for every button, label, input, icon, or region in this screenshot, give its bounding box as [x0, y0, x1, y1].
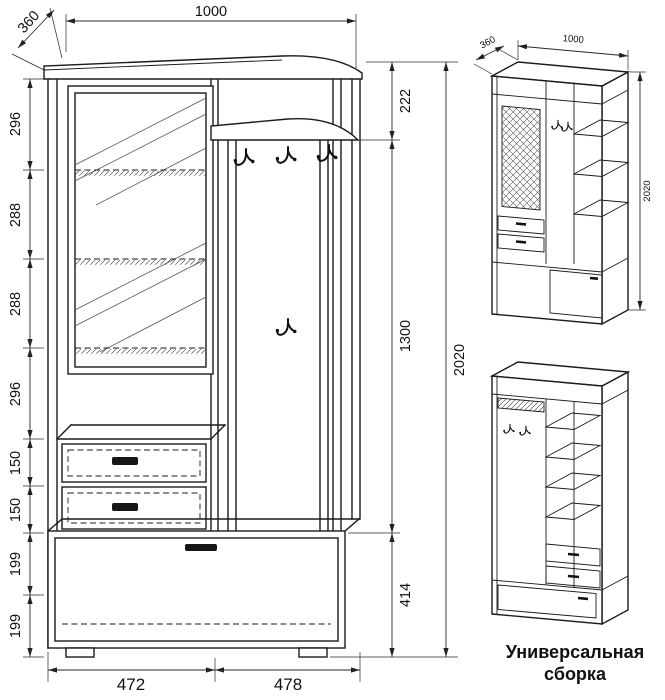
hook-shelf [210, 117, 360, 141]
dim-label: 222 [398, 89, 414, 113]
dim-label: 1300 [398, 320, 414, 352]
feet [65, 647, 328, 658]
dim-label: 199 [8, 614, 24, 638]
front-view [43, 55, 363, 658]
foot [65, 647, 95, 658]
dim-label: 150 [8, 498, 24, 522]
coat-hook-icon [274, 318, 298, 336]
dim-label: 2020 [452, 344, 468, 376]
dim-top-depth: 360 [11, 7, 63, 71]
iso-drawer [497, 233, 545, 253]
iso-hook-rail [497, 397, 545, 413]
drawer-handle [112, 457, 138, 465]
caption-line-1: Универсальная [506, 642, 644, 662]
dim-label: 288 [8, 203, 24, 227]
caption-line-2: сборка [544, 664, 607, 684]
dim-label: 360 [478, 34, 497, 51]
iso-door [497, 584, 597, 619]
iso-door [549, 269, 603, 319]
dim-label: 2020 [642, 180, 653, 201]
iso-shelf [544, 442, 602, 460]
foot [298, 647, 328, 658]
dim-label: 150 [8, 451, 24, 475]
iso-drawer [497, 215, 545, 235]
door-handle [185, 544, 217, 551]
dim-label: 288 [8, 292, 24, 316]
dim-bottom-chain: 472 478 [47, 652, 361, 694]
iso-shelf [572, 159, 630, 177]
iso-shelf [544, 502, 602, 520]
iso-drawer [545, 565, 601, 589]
dim-label: 414 [398, 583, 414, 607]
assembly-caption: Универсальная сборка [506, 642, 644, 684]
hook-panel [210, 117, 360, 532]
dim-label: 296 [8, 112, 24, 136]
dim-label: 1000 [562, 33, 584, 46]
coat-hooks [232, 144, 339, 336]
dim-top-width: 1000 [65, 4, 357, 68]
iso-view-top: 360 1000 2020 [473, 33, 653, 326]
bottom-cabinet [47, 518, 360, 649]
dim-label: 478 [274, 675, 302, 694]
drawer-handle [112, 503, 138, 511]
dim-label: 472 [117, 675, 145, 694]
iso-shelf [544, 472, 602, 490]
iso-shelf [572, 119, 630, 137]
coat-hook-icon [274, 146, 298, 164]
iso-mirror [501, 105, 541, 211]
mirror-section [67, 85, 214, 375]
dim-label: 1000 [195, 4, 227, 20]
iso-view-bottom [489, 361, 631, 626]
iso-shelf [544, 412, 602, 430]
iso-shelf [572, 199, 630, 217]
drawer-unit [56, 424, 226, 530]
cabinet-door [54, 537, 339, 642]
mirror-glass-panel [74, 92, 207, 368]
dim-label: 199 [8, 552, 24, 576]
dim-label: 296 [8, 382, 24, 406]
dim-overall-height: 2020 [443, 62, 468, 657]
dim-right-chain: 222 1300 414 [330, 61, 458, 658]
dim-left-chain: 296 288 288 296 150 150 199 199 [8, 78, 44, 658]
dim-label: 360 [15, 8, 43, 37]
hidden-shelves [75, 169, 206, 354]
top-shelf [43, 55, 363, 80]
iso-drawer [545, 543, 601, 567]
coat-hook-icon [232, 148, 256, 166]
